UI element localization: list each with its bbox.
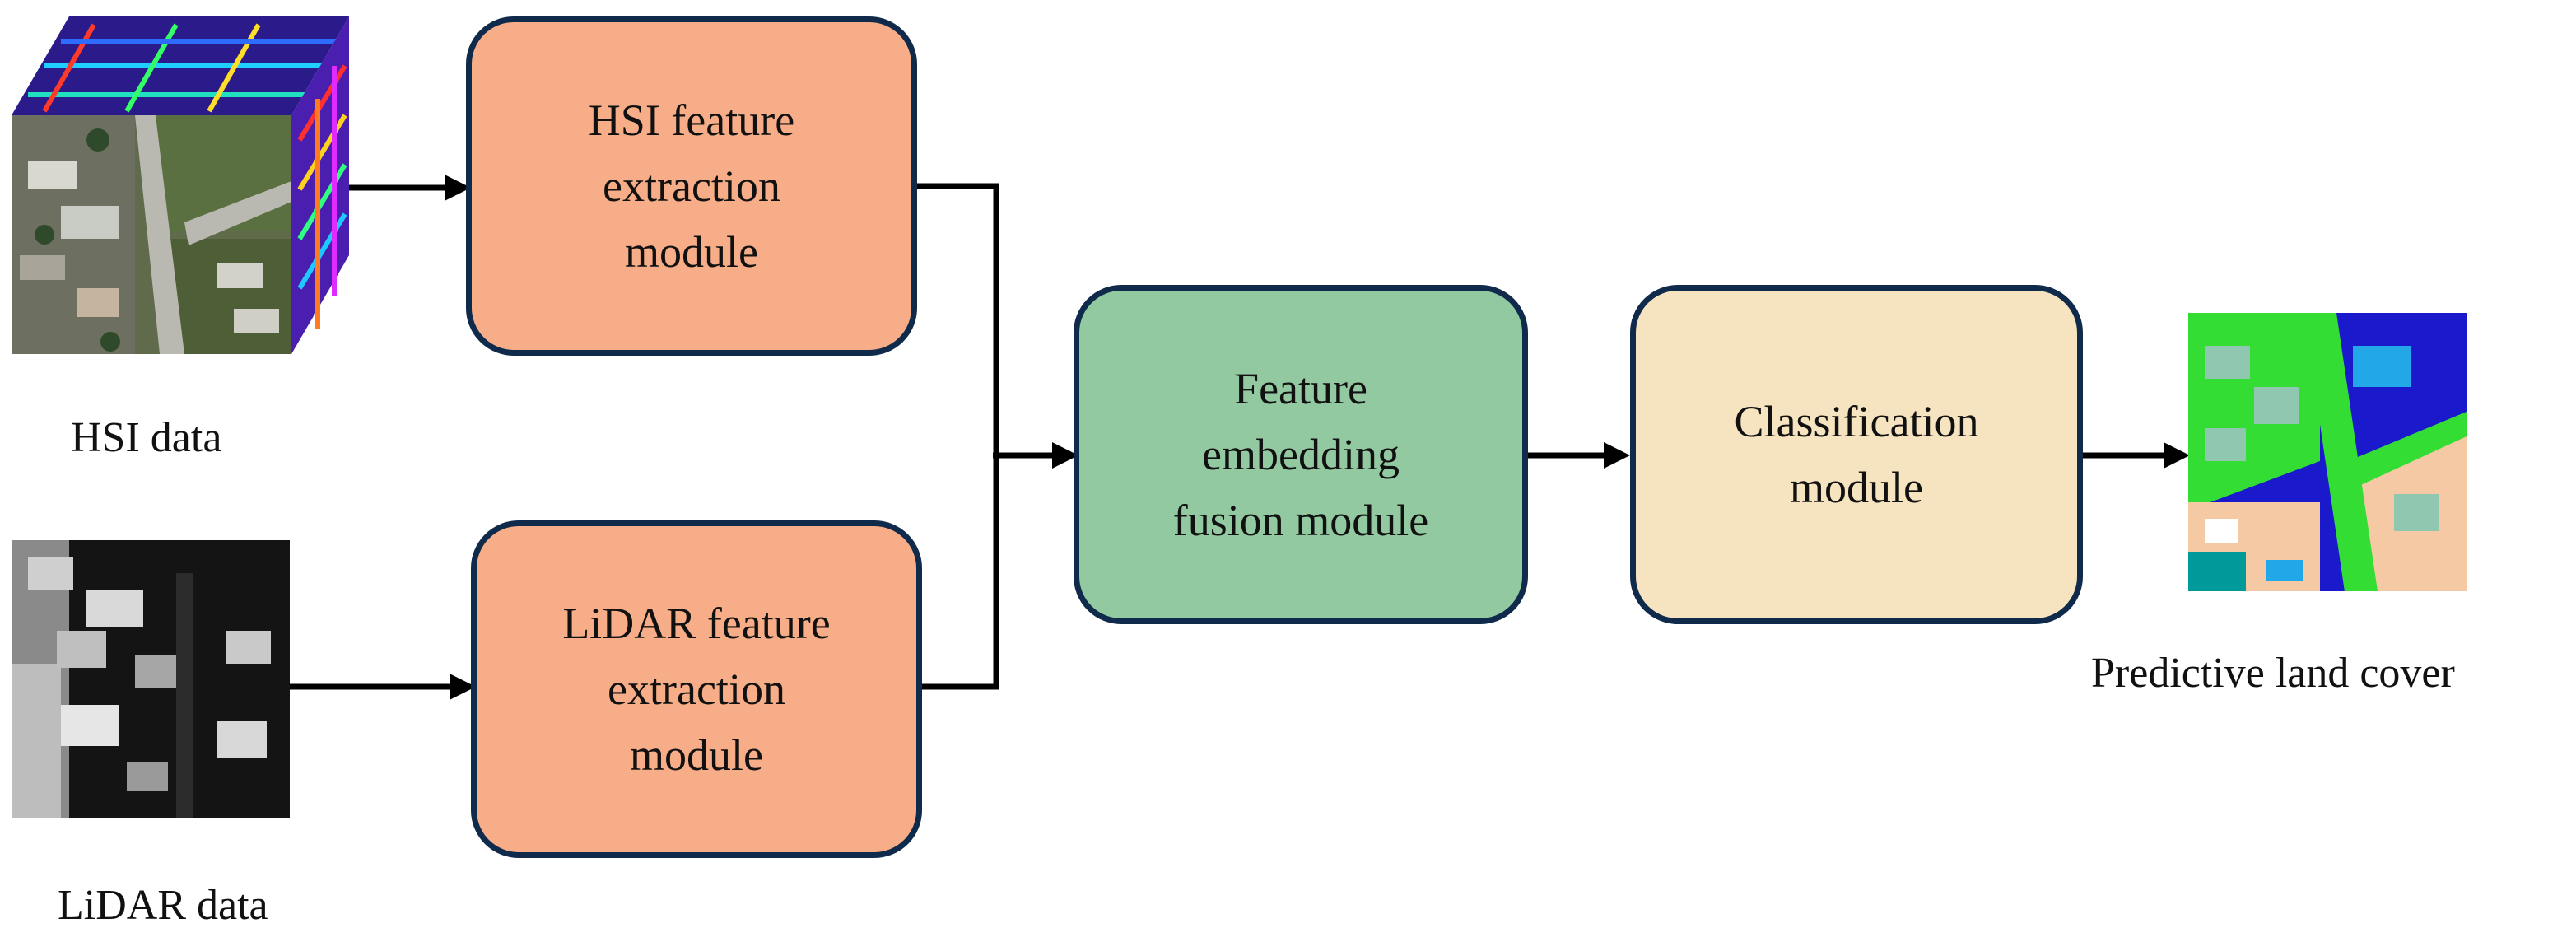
lidar-data-caption: LiDAR data — [58, 882, 268, 929]
hsi-data-cube-image — [12, 16, 349, 354]
classification-module: Classification module — [1630, 285, 2083, 624]
lidar-feature-extraction-module: LiDAR feature extraction module — [471, 520, 922, 858]
predictive-land-cover-caption: Predictive land cover — [2091, 650, 2455, 697]
predictive-land-cover-image — [2188, 313, 2467, 591]
connector-hsi-extraction-to-merge — [915, 183, 999, 458]
feature-embedding-fusion-module: Feature embedding fusion module — [1074, 285, 1528, 624]
lidar-data-image — [12, 540, 290, 818]
hsi-data-caption: HSI data — [71, 414, 222, 461]
hsi-feature-extraction-module: HSI feature extraction module — [466, 16, 917, 356]
connector-lidar-extraction-to-merge — [919, 458, 999, 690]
